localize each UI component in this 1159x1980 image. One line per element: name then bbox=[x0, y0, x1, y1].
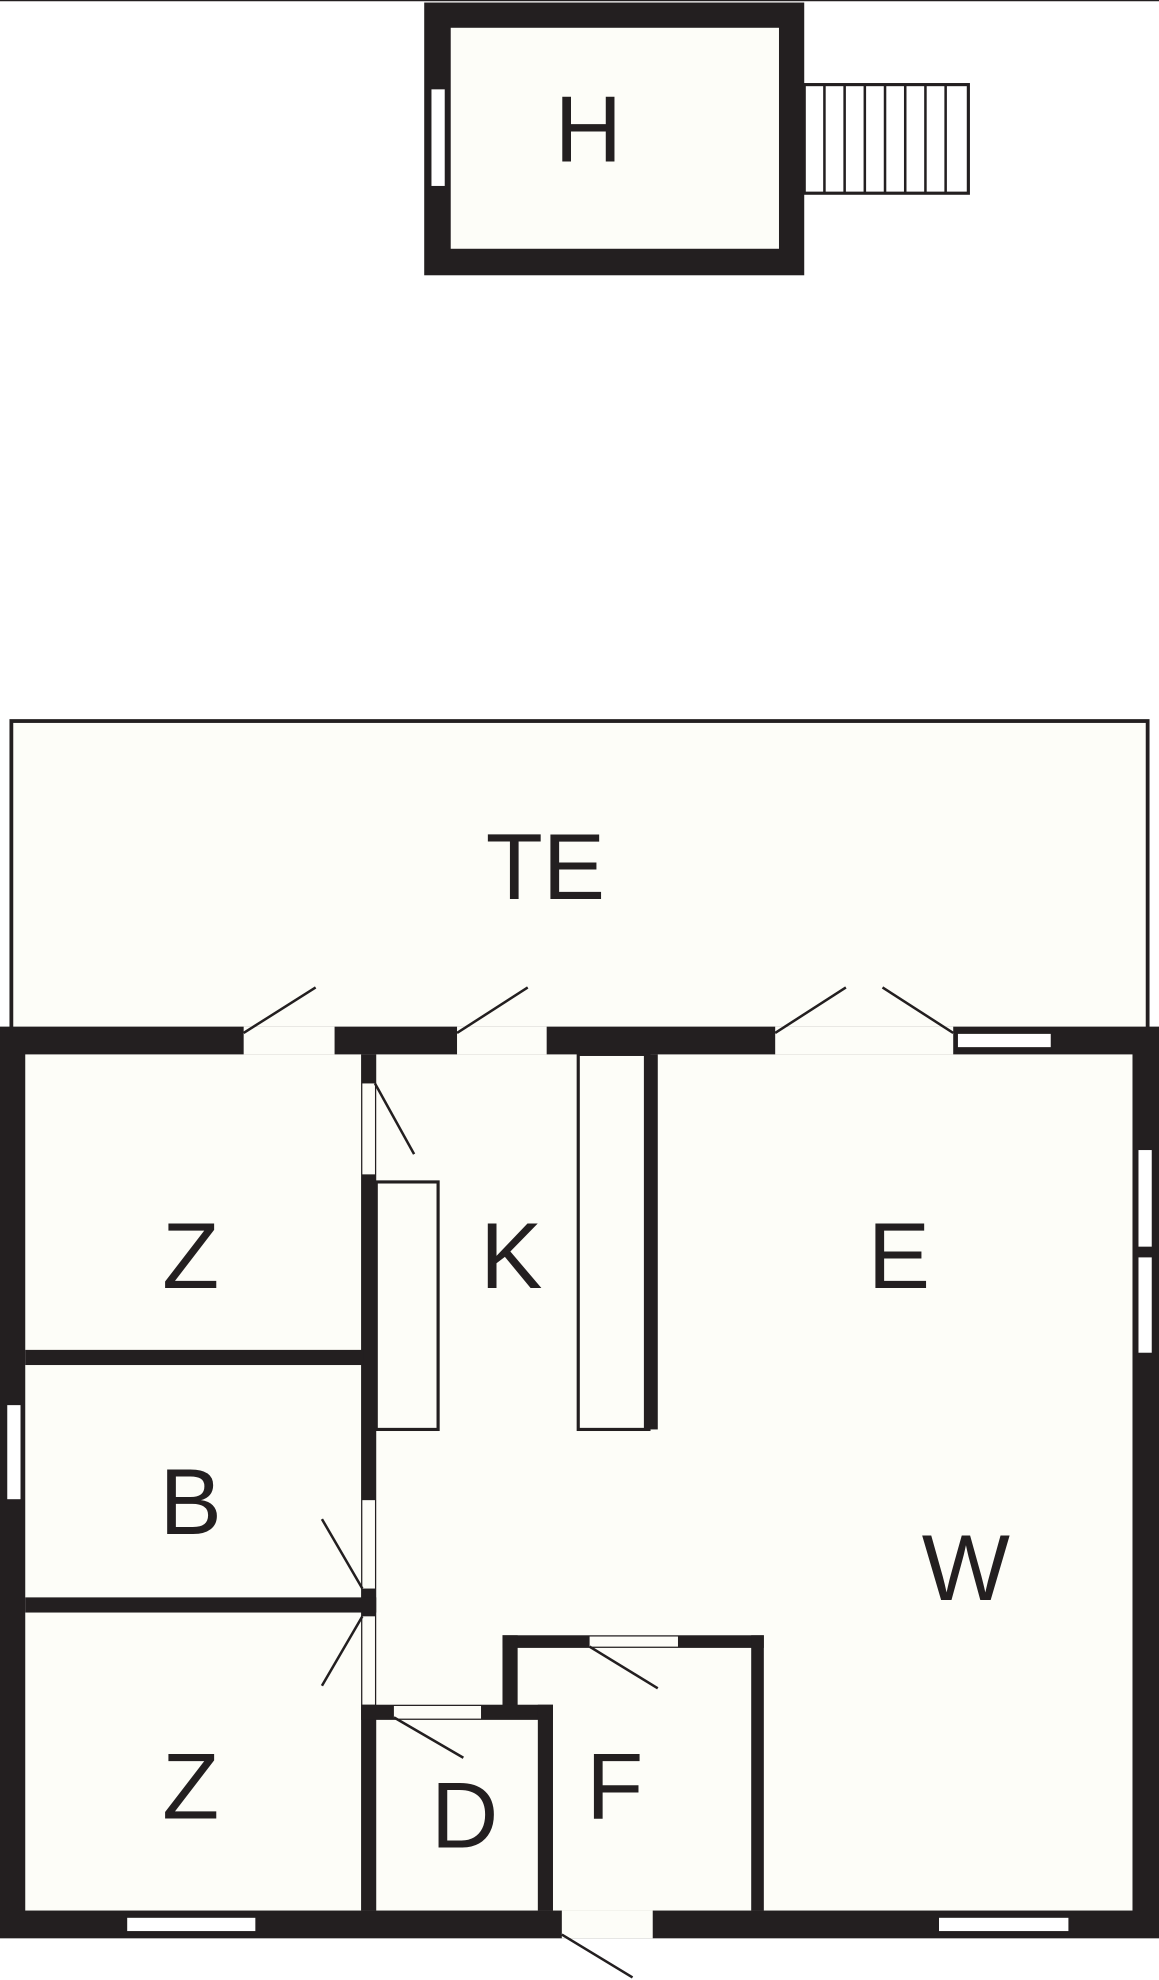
room-label-e: E bbox=[868, 1203, 930, 1308]
terrace: TE bbox=[9, 719, 1150, 1032]
door-swing bbox=[561, 1933, 634, 1979]
room-label-d: D bbox=[431, 1762, 498, 1867]
door-swing bbox=[320, 1615, 364, 1687]
window bbox=[429, 87, 447, 188]
stairs bbox=[802, 83, 970, 195]
door-swing bbox=[242, 986, 317, 1035]
room-label-b: B bbox=[159, 1449, 221, 1554]
door-swing bbox=[456, 986, 529, 1034]
door-swing bbox=[774, 986, 847, 1034]
main-house: Z K E B W Z D F bbox=[0, 986, 1159, 1979]
door-swing bbox=[320, 1518, 364, 1590]
building-h: H bbox=[424, 2, 970, 276]
kitchen-counter bbox=[374, 1180, 440, 1432]
room-label-f: F bbox=[586, 1733, 643, 1838]
window bbox=[956, 1031, 1053, 1050]
room-label-h: H bbox=[555, 77, 622, 182]
room-label-w: W bbox=[922, 1515, 1010, 1620]
door-swing bbox=[373, 1082, 416, 1155]
window bbox=[1136, 1255, 1154, 1355]
door-swing bbox=[588, 1645, 659, 1690]
window bbox=[1136, 1148, 1154, 1249]
door-swing bbox=[393, 1716, 464, 1759]
room-label-z-top: Z bbox=[162, 1203, 219, 1308]
room-label-te: TE bbox=[486, 814, 605, 919]
room-label-k: K bbox=[480, 1203, 542, 1308]
window bbox=[5, 1403, 23, 1502]
window bbox=[125, 1915, 258, 1933]
door-swing bbox=[881, 986, 954, 1034]
room-label-z-bottom: Z bbox=[162, 1733, 219, 1838]
window bbox=[937, 1915, 1071, 1933]
